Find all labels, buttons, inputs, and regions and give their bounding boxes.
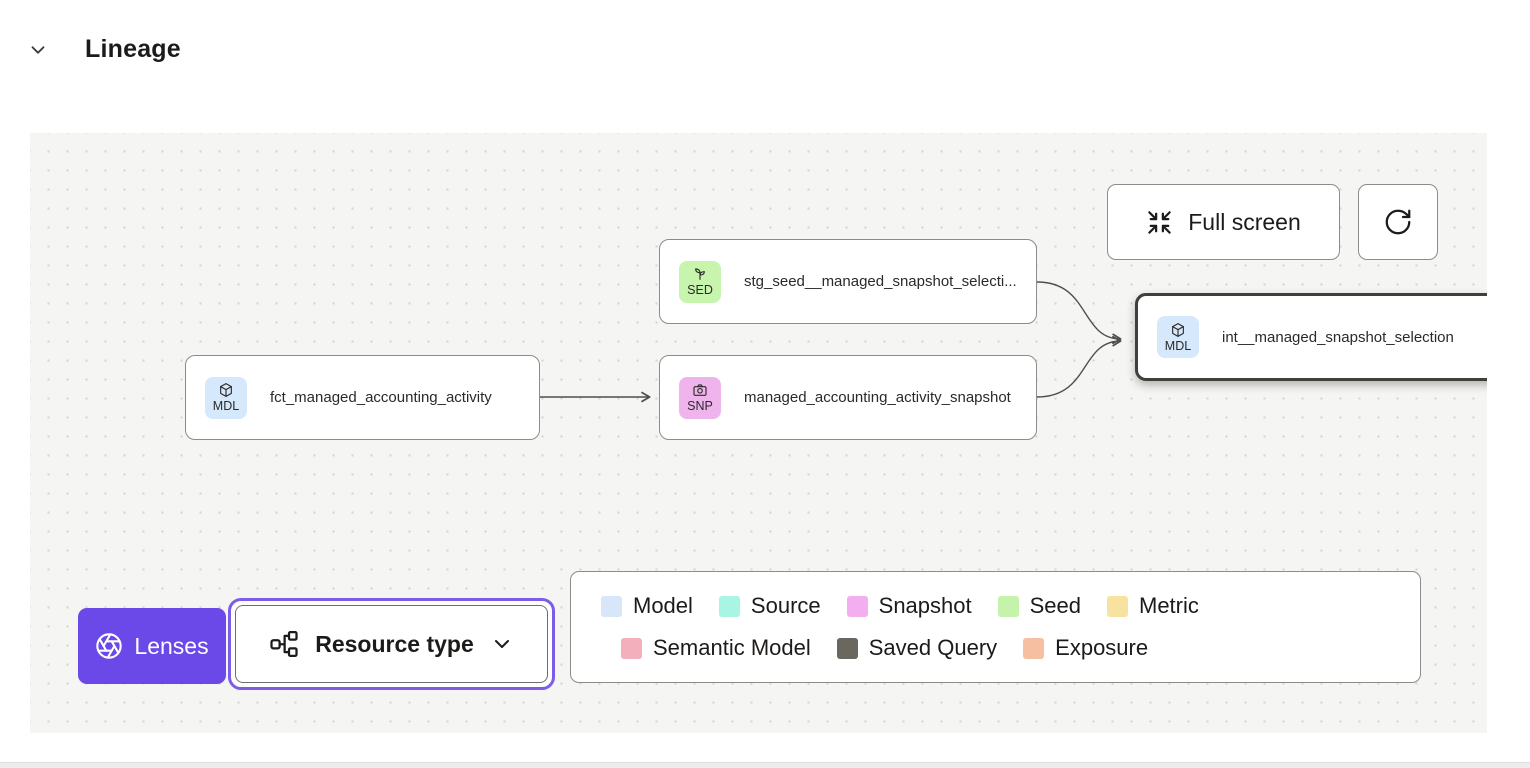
legend-item-semantic-model: Semantic Model: [621, 635, 811, 661]
aperture-icon: [96, 633, 123, 659]
node-int-managed-snapshot-selection-selected[interactable]: MDL int__managed_snapshot_selection: [1135, 293, 1487, 381]
camera-icon: [693, 384, 707, 397]
resource-type-label: Resource type: [315, 630, 474, 657]
semantic-model-swatch: [621, 637, 642, 659]
legend-label: Semantic Model: [653, 635, 811, 660]
legend-item-saved-query: Saved Query: [836, 635, 998, 661]
badge-label: SED: [687, 283, 713, 298]
badge-label: MDL: [212, 399, 240, 414]
saved-query-swatch: [836, 637, 858, 659]
full-screen-button[interactable]: Full screen: [1107, 184, 1340, 260]
hierarchy-icon: [270, 631, 298, 657]
lenses-label: Lenses: [134, 632, 209, 659]
legend-row: Semantic Model Saved Query Exposure: [601, 635, 1390, 661]
node-label: stg_seed__managed_snapshot_selecti...: [744, 273, 1017, 290]
resource-type-legend: Model Source Snapshot Seed Metric: [570, 571, 1421, 683]
lenses-button[interactable]: Lenses: [78, 608, 226, 684]
model-swatch: [601, 595, 622, 617]
legend-item-metric: Metric: [1107, 593, 1199, 619]
node-label: managed_accounting_activity_snapshot: [744, 389, 1011, 406]
source-swatch: [718, 595, 740, 617]
full-screen-label: Full screen: [1188, 208, 1301, 235]
legend-label: Exposure: [1055, 635, 1149, 660]
lineage-header: Lineage: [0, 0, 1530, 100]
model-badge: MDL: [205, 376, 247, 419]
snapshot-badge: SNP: [679, 376, 721, 419]
resource-type-dropdown[interactable]: Resource type: [228, 598, 555, 690]
legend-item-snapshot: Snapshot: [846, 593, 972, 619]
exposure-swatch: [1023, 637, 1045, 659]
lineage-canvas[interactable]: Full screen SED stg_seed__managed_snapsh…: [30, 133, 1487, 733]
legend-label: Model: [633, 593, 693, 618]
snapshot-swatch: [846, 595, 868, 617]
node-fct-managed-accounting-activity[interactable]: MDL fct_managed_accounting_activity: [185, 355, 540, 440]
node-stg-seed-managed-snapshot-selection[interactable]: SED stg_seed__managed_snapshot_selecti..…: [659, 239, 1037, 324]
badge-label: MDL: [1164, 338, 1192, 353]
resource-type-button[interactable]: Resource type: [235, 605, 548, 683]
cube-icon: [1172, 322, 1184, 337]
expand-icon: [1148, 210, 1171, 234]
refresh-icon: [1385, 209, 1411, 235]
legend-item-model: Model: [601, 593, 693, 619]
chevron-down-icon: [494, 640, 509, 648]
node-label: fct_managed_accounting_activity: [270, 389, 492, 406]
edge-snapshot-to-int: [1036, 335, 1122, 398]
legend-label: Snapshot: [878, 593, 972, 618]
collapse-chevron-icon[interactable]: [27, 39, 49, 61]
legend-label: Saved Query: [868, 635, 998, 660]
legend-item-seed: Seed: [997, 593, 1081, 619]
edge-seed-to-int: [1036, 281, 1122, 345]
page-title: Lineage: [85, 35, 181, 63]
bottom-section-divider: [0, 762, 1530, 768]
legend-item-exposure: Exposure: [1023, 635, 1148, 661]
seed-badge: SED: [679, 260, 721, 303]
cube-icon: [220, 383, 232, 398]
model-badge: MDL: [1157, 316, 1199, 358]
legend-label: Metric: [1139, 593, 1199, 618]
legend-row: Model Source Snapshot Seed Metric: [601, 593, 1390, 619]
refresh-button[interactable]: [1358, 184, 1438, 260]
legend-label: Seed: [1029, 593, 1081, 618]
node-managed-accounting-activity-snapshot[interactable]: SNP managed_accounting_activity_snapshot: [659, 355, 1037, 440]
badge-label: SNP: [687, 399, 713, 414]
node-label: int__managed_snapshot_selection: [1222, 328, 1454, 346]
metric-swatch: [1107, 595, 1128, 617]
seed-swatch: [997, 595, 1019, 617]
legend-label: Source: [750, 593, 821, 618]
legend-item-source: Source: [718, 593, 821, 619]
sprout-icon: [695, 268, 705, 281]
